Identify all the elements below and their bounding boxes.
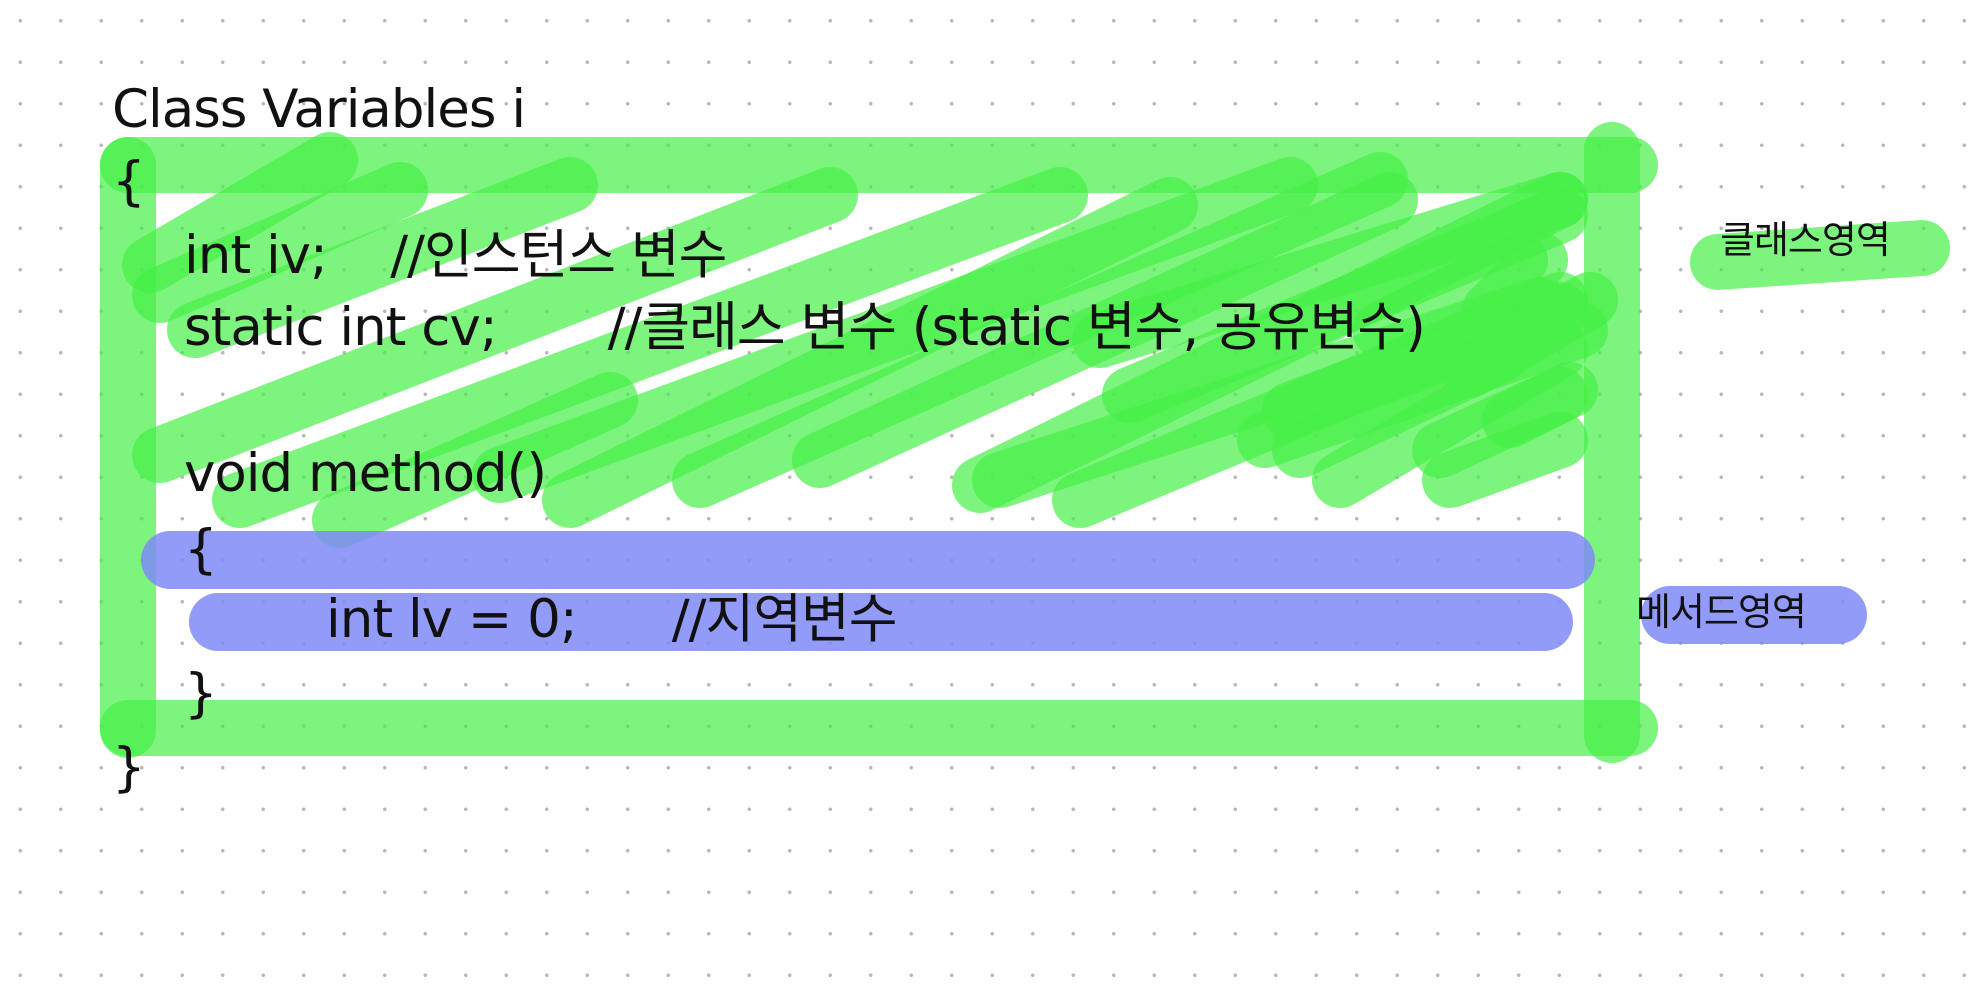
method-open-brace: { (184, 519, 218, 580)
local-variable-line: int lv = 0; //지역변수 (326, 589, 898, 650)
class-area-label: 클래스영역 (1720, 218, 1891, 262)
instance-variable-line: int iv; //인스턴스 변수 (184, 225, 727, 286)
method-close-brace: } (184, 663, 218, 724)
method-signature-line: void method() (184, 443, 547, 504)
class-close-brace: } (112, 737, 146, 798)
class-variable-line: static int cv; //클래스 변수 (static 변수, 공유변수… (184, 297, 1426, 358)
method-area-label: 메서드영역 (1636, 590, 1807, 634)
class-title: Class Variables i (112, 79, 526, 140)
class-open-brace: { (112, 151, 146, 212)
